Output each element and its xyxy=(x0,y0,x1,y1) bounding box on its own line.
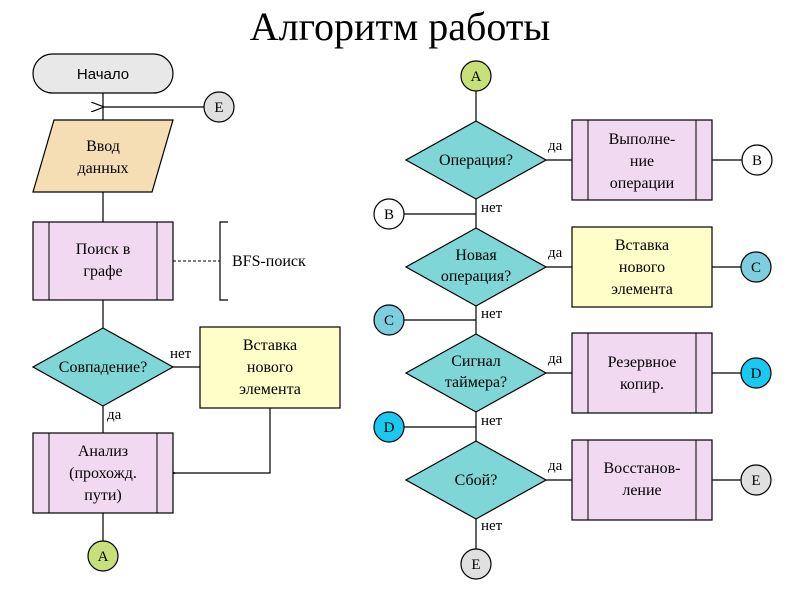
new-op-label-1: Новая xyxy=(455,247,497,264)
insert-left-label-3: элемента xyxy=(239,381,301,398)
connector-a-right-label: A xyxy=(471,69,482,85)
arrow-insert-to-analysis xyxy=(175,408,271,473)
insert-right-label-3: элемента xyxy=(611,281,673,298)
connector-e-bottom-label: E xyxy=(471,557,480,573)
insert-left-label-2: нового xyxy=(247,359,293,376)
timer-yes-label: да xyxy=(548,351,563,367)
connector-d-in-label: D xyxy=(384,420,395,436)
connector-e-bottom xyxy=(460,548,492,580)
timer-label-1: Сигнал xyxy=(451,353,501,370)
match-label: Совпадение? xyxy=(59,359,147,376)
execute-process xyxy=(571,119,713,201)
insert-right-label-1: Вставка xyxy=(615,237,669,254)
new-operation-decision xyxy=(404,227,548,307)
analysis-process xyxy=(32,432,174,514)
input-data-block xyxy=(32,119,174,193)
analysis-label-1: Анализ xyxy=(78,443,128,460)
bfs-annotation: BFS-поиск xyxy=(232,253,306,270)
search-label-1: Поиск в xyxy=(76,241,131,258)
insert-block-right xyxy=(571,226,713,308)
connector-b-out-label: B xyxy=(752,153,762,169)
connector-a-left xyxy=(87,540,119,572)
bfs-bracket xyxy=(219,221,228,301)
operation-no-label: нет xyxy=(481,200,503,216)
operation-yes-label: да xyxy=(548,138,563,154)
start-terminal xyxy=(32,53,174,94)
restore-label-2: ление xyxy=(622,482,661,499)
fail-no-label: нет xyxy=(481,518,503,534)
analysis-label-3: пути) xyxy=(84,487,121,504)
new-op-yes-label: да xyxy=(548,245,563,261)
match-no-label: нет xyxy=(170,346,192,362)
connector-c-out-label: C xyxy=(751,260,761,276)
page-title: Алгоритм работы xyxy=(250,4,550,49)
insert-block-left xyxy=(199,326,341,409)
connector-d-in xyxy=(373,411,405,443)
fail-yes-label: да xyxy=(548,458,563,474)
insert-left-label-1: Вставка xyxy=(243,337,297,354)
fail-decision xyxy=(404,440,548,520)
execute-label-1: Выполне- xyxy=(609,131,676,148)
connector-e-label: E xyxy=(214,100,223,116)
backup-process xyxy=(571,332,713,414)
backup-label-2: копир. xyxy=(620,376,664,393)
timer-no-label: нет xyxy=(481,413,503,429)
connector-a-right xyxy=(460,60,492,92)
new-op-label-2: операция? xyxy=(441,268,511,285)
match-decision xyxy=(31,327,175,407)
operation-decision xyxy=(404,120,548,200)
timer-label-2: таймера? xyxy=(445,374,507,391)
connector-e-left xyxy=(203,91,235,123)
connector-d-out xyxy=(740,357,772,389)
connector-b-out xyxy=(741,144,773,176)
fail-label: Сбой? xyxy=(455,472,498,489)
connector-a-left-label: A xyxy=(98,549,109,565)
connector-b-in-label: B xyxy=(384,207,394,223)
match-yes-label: да xyxy=(107,407,122,423)
execute-label-2: ние xyxy=(630,153,654,170)
analysis-label-2: (прохожд. xyxy=(69,465,137,482)
restore-process xyxy=(571,439,713,521)
timer-decision xyxy=(404,333,548,413)
input-label-1: Ввод xyxy=(86,138,120,155)
connector-e-right-out-label: E xyxy=(751,473,760,489)
backup-label-1: Резервное xyxy=(608,354,677,371)
restore-label-1: Восстанов- xyxy=(603,460,680,477)
operation-label: Операция? xyxy=(439,152,513,169)
start-label: Начало xyxy=(77,66,129,83)
connector-e-right-out xyxy=(740,464,772,496)
search-label-2: графе xyxy=(83,263,122,280)
input-label-2: данных xyxy=(77,160,128,177)
connector-b-in xyxy=(373,198,405,230)
connector-c-in xyxy=(373,304,405,336)
new-op-no-label: нет xyxy=(481,306,503,322)
execute-label-3: операции xyxy=(610,175,675,192)
insert-right-label-2: нового xyxy=(619,259,665,276)
connector-c-in-label: C xyxy=(384,313,394,329)
connector-d-out-label: D xyxy=(751,366,762,382)
connector-c-out xyxy=(740,251,772,283)
search-process xyxy=(32,221,174,301)
